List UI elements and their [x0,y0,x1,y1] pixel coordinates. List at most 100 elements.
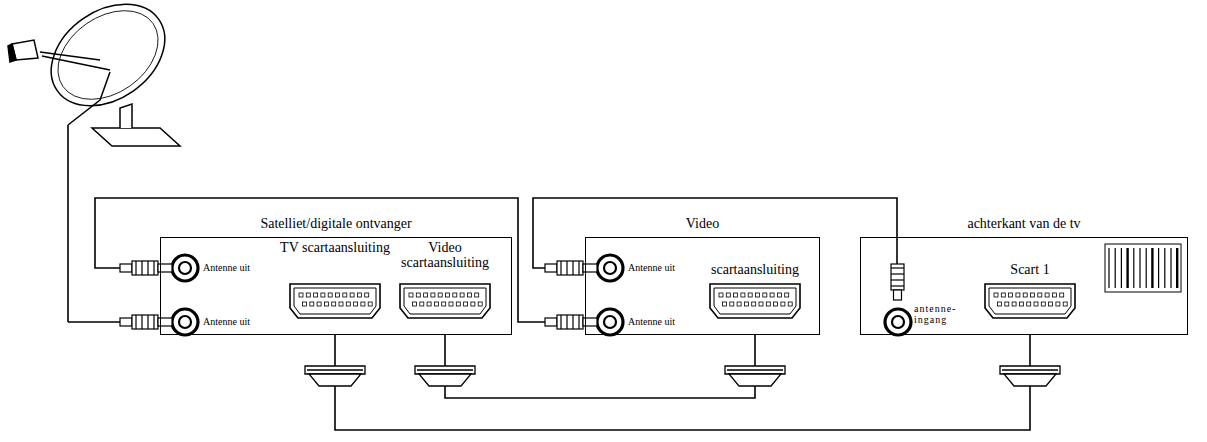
socket-core [604,262,616,274]
scart-pin [456,302,460,306]
scart-pin [446,293,450,297]
scart-pin [453,293,457,297]
scart-pin [1034,302,1038,306]
plug-ridge [147,261,148,275]
coax-plug [891,237,904,300]
scart-pin [475,293,479,297]
plug-seam [1002,369,1058,370]
scart-pin [460,293,464,297]
scart-pin [766,302,770,306]
connector-label: antenne- ingang [914,303,976,325]
scart-pin [785,293,789,297]
dish-arm [40,52,110,125]
cable [335,335,1030,430]
plug-sleeve [545,318,557,326]
plug-ridge [135,261,136,275]
plug-ridge [153,315,154,329]
scart-pin [354,302,358,306]
socket-ring [885,309,911,335]
scart-pin [777,293,781,297]
plug-ridge [891,285,904,286]
scart-shell [400,284,490,318]
coax-socket [172,255,198,281]
plug-ridge [560,261,561,275]
socket-ring [597,309,623,335]
scart-pin [464,302,468,306]
scart-socket [710,284,800,318]
scart-plug [1000,366,1060,386]
scart-pin [314,293,318,297]
scart-pin [741,293,745,297]
scart-pin [420,302,424,306]
scart-pin [1049,302,1053,306]
plug-body [557,315,583,329]
scart-pin [719,293,723,297]
grille-slot [1146,248,1147,288]
scart-pin [788,302,792,306]
scart-pin [1005,302,1009,306]
socket-core [179,316,191,328]
scart-pin [442,302,446,306]
plug-head [305,366,365,374]
scart-socket [290,284,380,318]
plug-sleeve [545,264,557,272]
scart-shell [290,284,380,318]
scart-pin [763,293,767,297]
scart-pin [1045,293,1049,297]
scart-pin [361,302,365,306]
scart-pin [350,293,354,297]
dish-base [92,128,180,146]
scart-pin [752,302,756,306]
scart-pin [409,293,413,297]
scart-pin [1063,302,1067,306]
scart-pin [1023,293,1027,297]
socket-core [179,262,191,274]
plug-seam [727,369,783,370]
scart-plug [305,366,365,386]
scart-pin [343,293,347,297]
scart-pin [723,302,727,306]
scart-plug [415,366,475,386]
coax-socket [172,309,198,335]
coax-socket [597,255,623,281]
scart-pin [748,293,752,297]
socket-core [604,316,616,328]
plug-ridge [578,261,579,275]
scart-pin [726,293,730,297]
scart-pin [737,302,741,306]
scart-pin [416,293,420,297]
device-box: achterkant van de tv [860,237,1188,335]
connector-label: TV scartaansluiting [275,240,395,255]
grille-slot [1133,248,1134,288]
plug-ridge [572,315,573,329]
scart-pin [1041,302,1045,306]
scart-shell [985,284,1075,318]
connector-label: Antenne uit [203,262,250,273]
coax-socket [885,309,911,335]
plug-ridge [891,279,904,280]
grille-slot [1115,248,1116,288]
connector-label: scartaansluiting [695,262,815,277]
plug-ridge [891,267,904,268]
device-heading: achterkant van de tv [861,216,1187,232]
plug-ridge [153,261,154,275]
dish-cable [67,125,69,322]
scart-pin [1052,293,1056,297]
plug-body [729,374,781,386]
scart-pin [332,302,336,306]
scart-pin [449,302,453,306]
scart-pin [438,293,442,297]
device-heading: Satelliet/digitale ontvanger [161,216,511,232]
scart-pin [730,302,734,306]
grille-slot [1158,248,1159,288]
plug-head [1000,366,1060,374]
dish-rim [41,0,175,118]
scart-pin [431,293,435,297]
scart-pin [770,293,774,297]
plug-body [891,264,904,290]
scart-inner [294,288,376,314]
scart-pin [774,302,778,306]
connector-label: Antenne uit [628,262,675,273]
plug-head [415,366,475,374]
plug-ridge [135,315,136,329]
